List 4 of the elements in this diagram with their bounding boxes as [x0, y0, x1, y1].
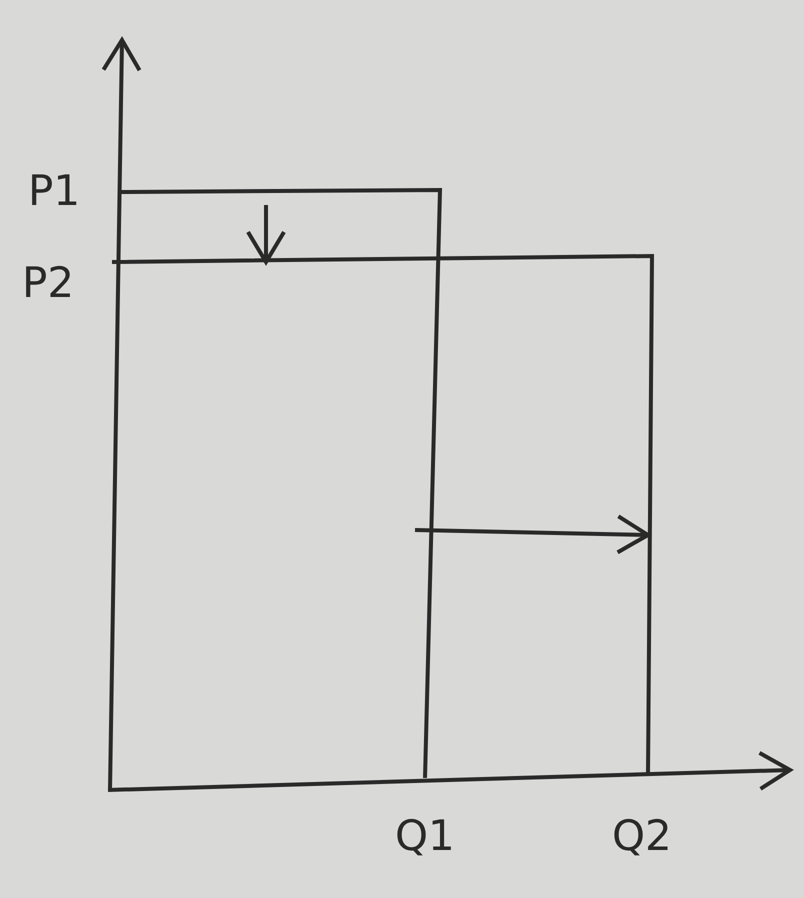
axis-label: Q1 [395, 815, 455, 857]
axis-label: P2 [22, 262, 74, 304]
axis-label: Q2 [612, 815, 672, 857]
axis-label: P1 [28, 170, 80, 212]
